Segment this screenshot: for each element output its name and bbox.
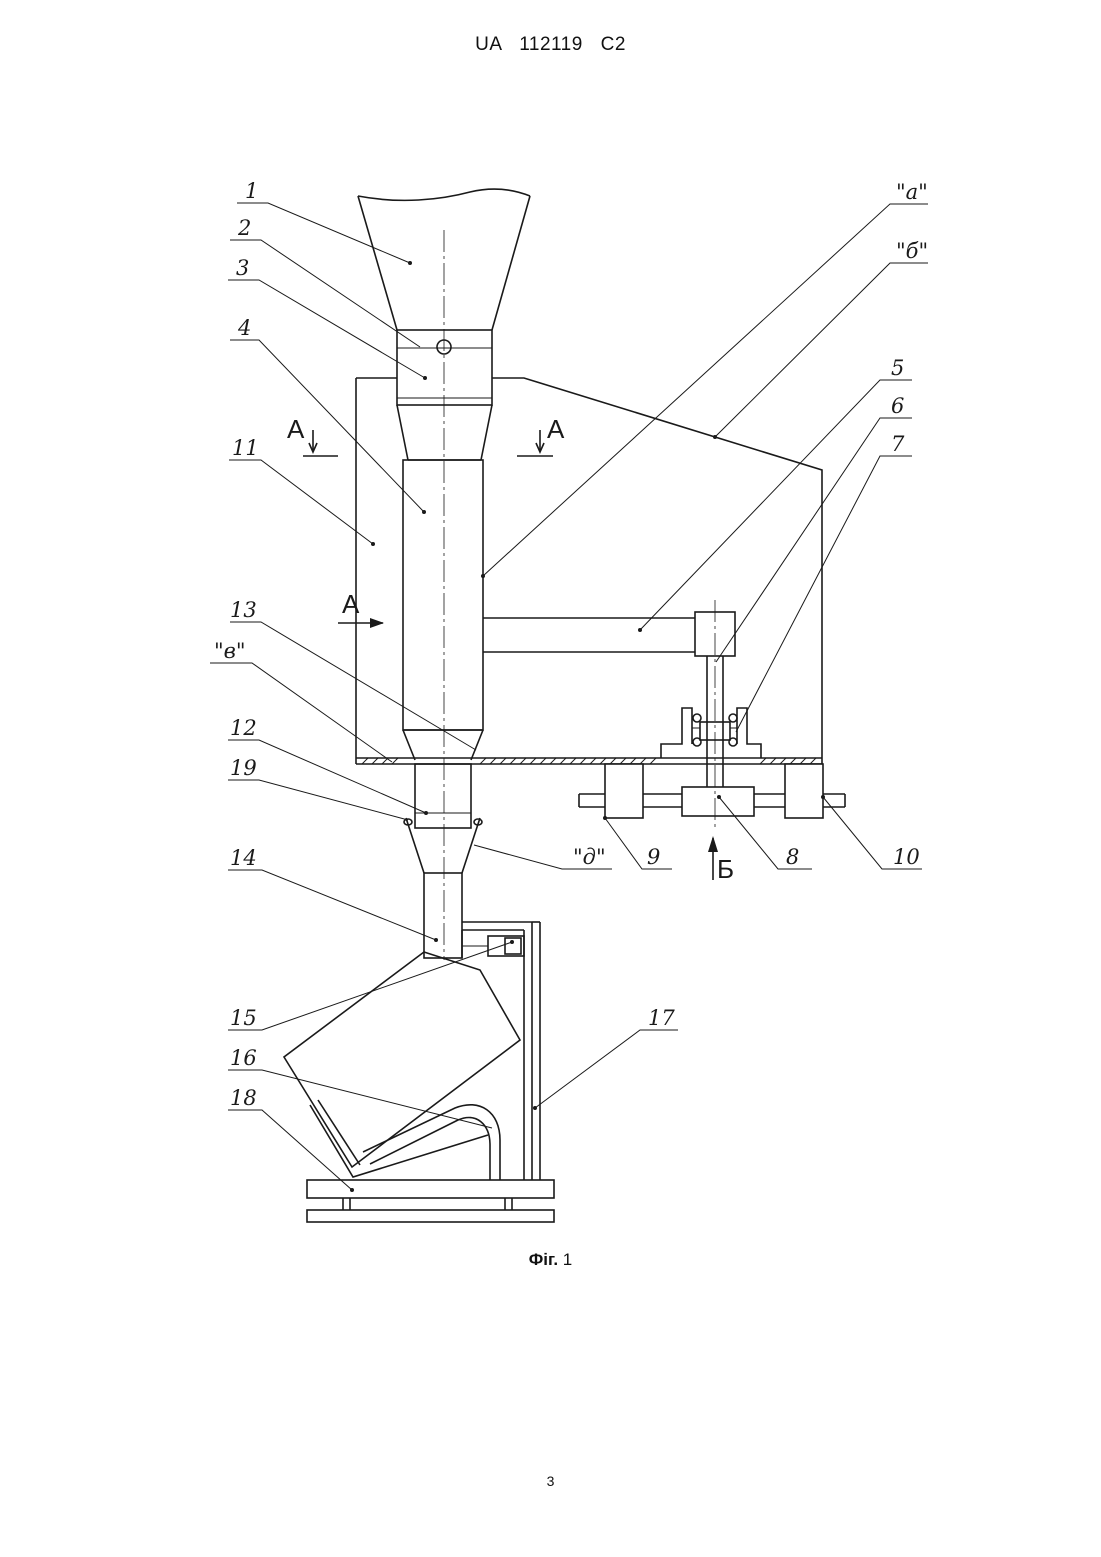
nozzle-part-14 — [424, 873, 462, 958]
label-part-16: 16 — [230, 1046, 257, 1070]
label-part-1: 1 — [245, 179, 258, 203]
label-detail-b: "б" — [896, 239, 928, 263]
label-part-12: 12 — [230, 716, 257, 740]
label-part-18: 18 — [230, 1086, 257, 1110]
bracket-part-16 — [363, 1105, 500, 1180]
drive-beam — [579, 764, 845, 818]
support-part-7 — [661, 708, 761, 758]
leader-dots — [350, 261, 825, 1192]
frame-part-17 — [462, 922, 540, 1180]
label-part-3: 3 — [236, 256, 249, 280]
tube-part-4 — [403, 460, 483, 760]
label-part-10: 10 — [893, 845, 920, 869]
floor-hatching — [362, 758, 816, 764]
part-labels: 1 2 3 4 11 13 "в" 12 19 14 15 16 18 "а" … — [214, 179, 928, 1110]
label-part-13: 13 — [230, 598, 257, 622]
label-part-6: 6 — [891, 394, 904, 418]
label-part-8: 8 — [786, 845, 799, 869]
label-part-19: 19 — [230, 756, 257, 780]
dispenser-part-12 — [404, 764, 482, 873]
label-part-7: 7 — [891, 432, 905, 456]
section-label-a-left: A — [287, 414, 305, 444]
view-arrow-b: Б — [708, 836, 734, 884]
figure-caption-number: 1 — [563, 1250, 572, 1269]
label-part-2: 2 — [237, 216, 251, 240]
label-part-4: 4 — [237, 316, 251, 340]
coupling-part-2-3 — [397, 330, 492, 460]
housing-part-11 — [356, 378, 822, 764]
figure-caption-prefix: Фіг. — [529, 1250, 558, 1269]
label-detail-a: "а" — [896, 180, 928, 204]
tilted-container — [284, 952, 520, 1177]
section-mark-a-right: A — [517, 414, 565, 456]
section-mark-a-left: A — [287, 414, 338, 456]
label-detail-d: "д" — [573, 845, 606, 869]
leader-lines — [210, 203, 928, 1190]
view-label-b: Б — [717, 854, 734, 884]
label-part-11: 11 — [232, 436, 259, 460]
page-number: 3 — [0, 1473, 1101, 1489]
view-label-a: A — [342, 589, 360, 619]
label-part-9: 9 — [647, 845, 660, 869]
sensor-part-15 — [462, 936, 524, 956]
label-part-15: 15 — [230, 1006, 257, 1030]
figure-caption: Фіг. 1 — [0, 1250, 1101, 1270]
arm-part-5 — [483, 618, 695, 652]
label-detail-v: "в" — [214, 639, 246, 663]
label-part-5: 5 — [891, 356, 904, 380]
section-label-a-right: A — [547, 414, 565, 444]
label-part-17: 17 — [648, 1006, 675, 1030]
view-arrow-a: A — [338, 589, 384, 628]
base-part-18 — [307, 1180, 554, 1222]
label-part-14: 14 — [230, 846, 257, 870]
